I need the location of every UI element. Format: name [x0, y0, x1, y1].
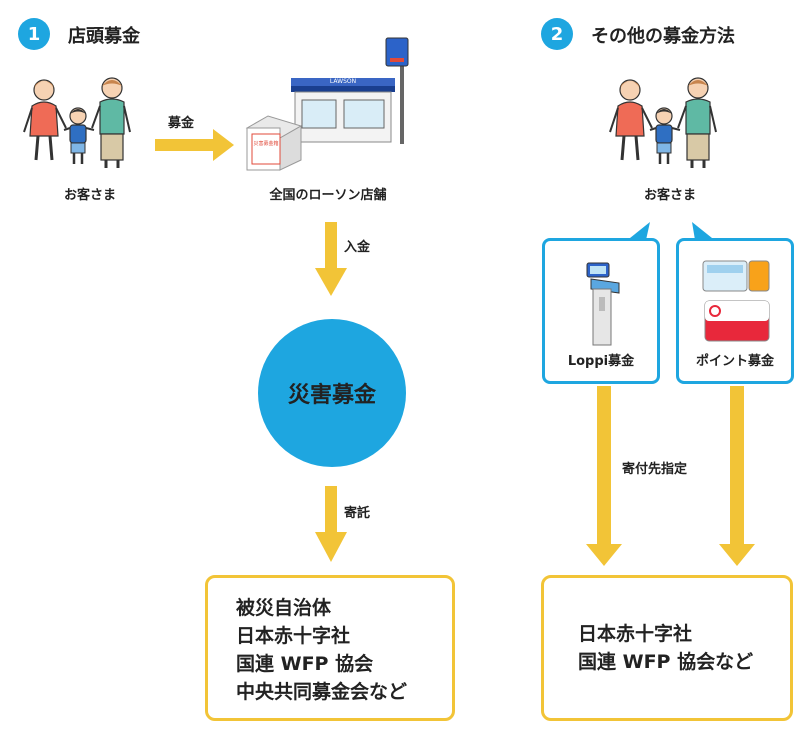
- family-illustration-left: [22, 76, 132, 170]
- point-card-icon: [702, 260, 770, 342]
- disaster-fund-label: 災害募金: [287, 383, 376, 408]
- loppi-terminal-icon: [586, 262, 620, 346]
- recipients-box-right: 日本赤十字社 国連 WFP 協会など: [541, 575, 793, 721]
- arrow-entrust-label: 寄託: [344, 506, 371, 521]
- method-loppi-label: Loppi募金: [567, 354, 635, 369]
- disaster-fund-circle: 災害募金: [258, 319, 406, 467]
- method-point-label: ポイント募金: [695, 354, 774, 369]
- store-label: 全国のローソン店舗: [269, 188, 387, 203]
- arrow-point: [719, 386, 755, 566]
- recipient-item: 日本赤十字社: [578, 623, 693, 645]
- arrow-deposit: [315, 222, 347, 296]
- recipient-item: 日本赤十字社: [236, 625, 351, 647]
- arrow-donate: [155, 129, 234, 161]
- lawson-store-illustration: [245, 37, 409, 171]
- step-badge-1: 1: [18, 18, 50, 50]
- method-box-loppi: Loppi募金: [542, 238, 660, 384]
- store-sign: LAWSON: [329, 78, 357, 85]
- recipient-item: 中央共同募金会など: [236, 681, 408, 703]
- recipients-box-left: 被災自治体 日本赤十字社 国連 WFP 協会 中央共同募金会など: [205, 575, 455, 721]
- method-box-point: ポイント募金: [676, 238, 794, 384]
- section2-title: その他の募金方法: [591, 26, 735, 47]
- recipient-item: 被災自治体: [236, 597, 332, 619]
- arrow-donate-label: 募金: [168, 116, 195, 131]
- section1-title: 店頭募金: [68, 26, 140, 47]
- arrow-designate-label: 寄付先指定: [622, 462, 688, 477]
- recipient-item: 国連 WFP 協会など: [578, 651, 754, 673]
- arrow-entrust: [315, 486, 347, 562]
- family-illustration-right: [608, 76, 718, 170]
- customers-label-right: お客さま: [643, 188, 696, 203]
- recipient-item: 国連 WFP 協会: [236, 653, 374, 675]
- step-badge-2: 2: [541, 18, 573, 50]
- arrow-deposit-label: 入金: [344, 240, 371, 255]
- donation-box-label: 災害募金箱: [253, 141, 279, 147]
- arrow-loppi: [586, 386, 622, 566]
- customers-label-left: お客さま: [63, 188, 116, 203]
